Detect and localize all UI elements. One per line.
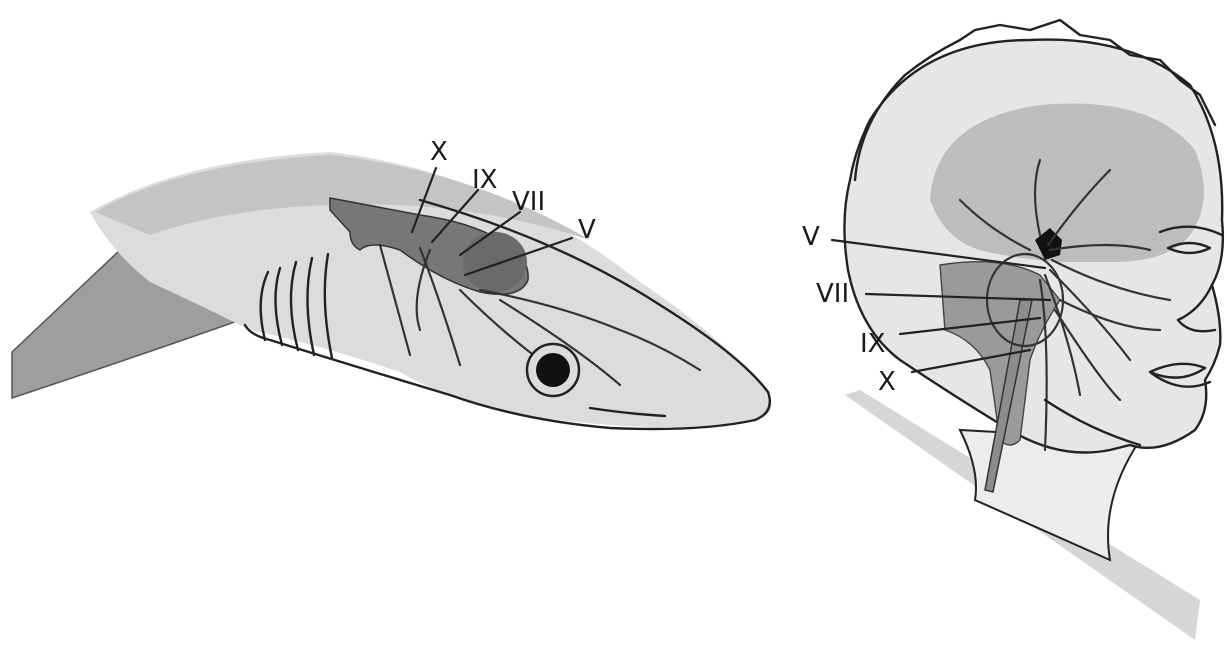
human-label-v: V: [802, 222, 820, 252]
human-label-vii: VII: [816, 279, 849, 309]
shark-label-vii: VII: [512, 187, 545, 217]
shark-eye: [536, 353, 570, 387]
shark-label-v: V: [578, 215, 596, 245]
shark-illustration: X IX VII V: [12, 137, 772, 429]
shark-label-x: X: [430, 137, 448, 167]
shark-label-ix: IX: [472, 165, 497, 195]
shark-brain-lobe: [463, 232, 527, 292]
human-label-ix: IX: [860, 329, 885, 359]
human-head-illustration: V VII IX X: [802, 20, 1223, 640]
human-label-x: X: [878, 367, 896, 397]
